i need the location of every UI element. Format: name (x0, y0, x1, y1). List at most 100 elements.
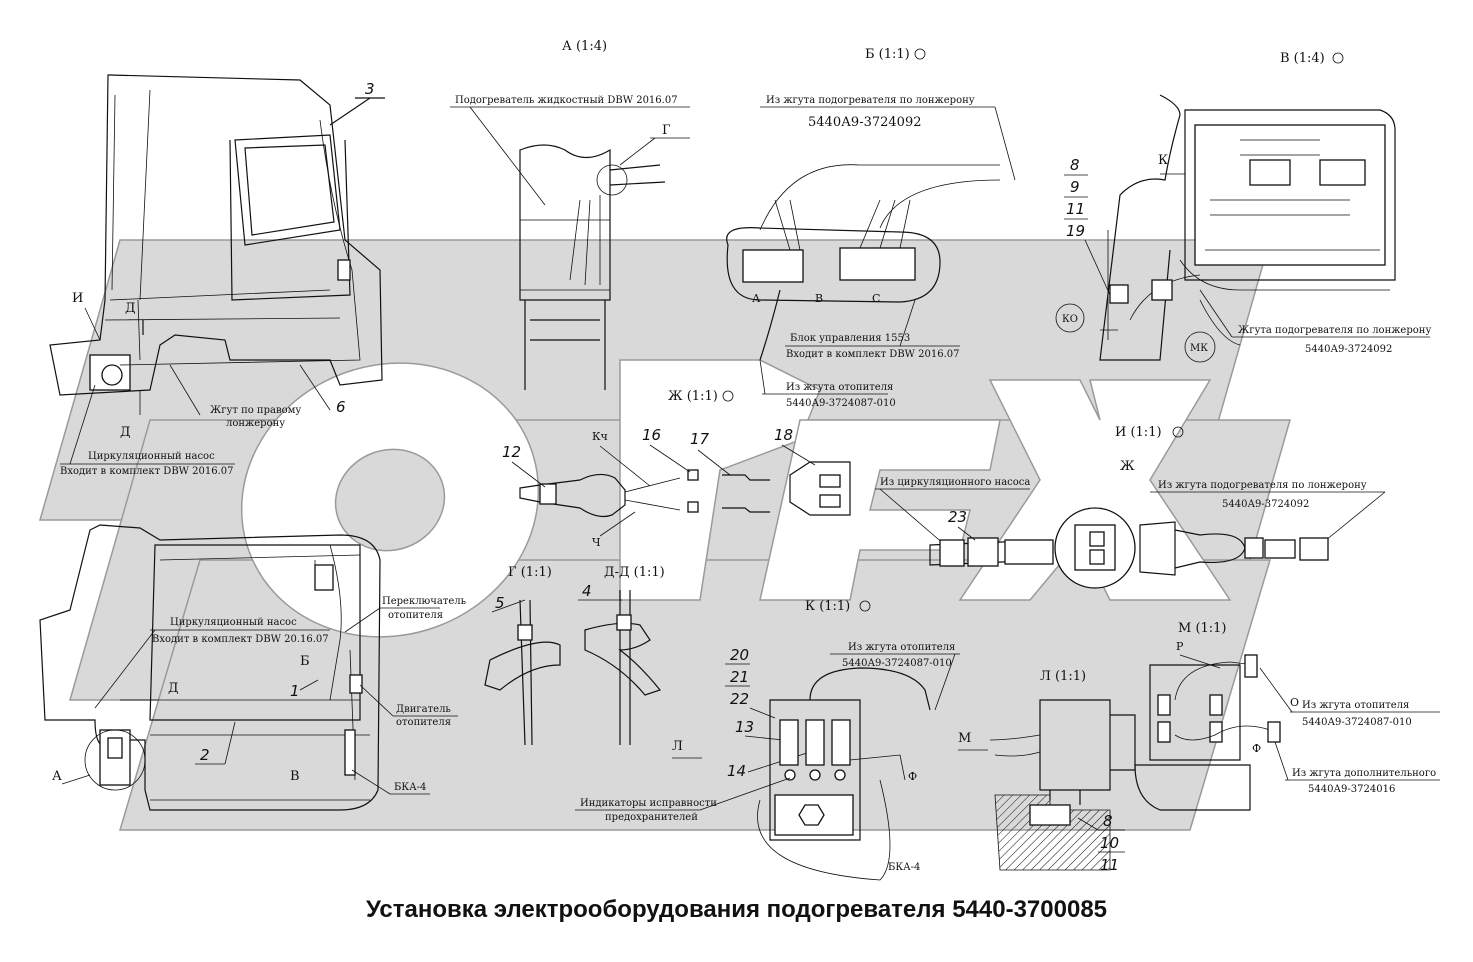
view-g-title: Г (1:1) (508, 565, 552, 580)
callout-num-5: 5 (495, 594, 505, 612)
letter-f-m: Ф (1252, 742, 1261, 755)
from-additional-harness-label: Из жгута дополнительного (1292, 768, 1436, 779)
callout-num-1: 1 (290, 682, 300, 700)
letter-g: Г (662, 123, 671, 138)
electrical-panel (1099, 94, 1396, 361)
callout-num-19: 19 (1066, 222, 1085, 240)
heater-unit (519, 144, 666, 390)
callout-num-14: 14 (727, 762, 746, 780)
callout-num-8-top: 8 (1070, 156, 1080, 174)
from-circ-pump-label: Из циркуляционного насоса (880, 477, 1030, 488)
conn-s-letter: С (872, 292, 880, 305)
callout-num-23: 23 (948, 508, 967, 526)
engine-heater-section (989, 699, 1136, 871)
letter-l: Л (672, 739, 683, 754)
letter-ch: Ч (592, 536, 601, 549)
letter-r: Р (1176, 640, 1184, 653)
from-heater-harness-label: Из жгута отопителя (786, 382, 893, 393)
bka4-unit (757, 667, 931, 881)
control-unit-1553 (726, 164, 1001, 361)
callout-num-9: 9 (1070, 178, 1080, 196)
harness-3724087-label-b: 5440А9-3724087-010 (842, 658, 952, 669)
letter-a-front: А (52, 769, 62, 784)
from-heater-harness-spar-label: Из жгута подогревателя по лонжерону (766, 95, 975, 106)
circ-pump-label-2: Входит в комплект DBW 2016.07 (60, 466, 233, 477)
harness-5440a9-3724092-label: 5440А9-3724092 (808, 115, 922, 130)
letter-o: О (1290, 696, 1299, 709)
harness-3724016-label: 5440А9-3724016 (1308, 784, 1395, 795)
callout-num-10: 10 (1100, 834, 1119, 852)
letter-f-k: Ф (908, 770, 917, 783)
circ-pump-kit-label: Входит в комплект DBW 20.16.07 (152, 634, 329, 645)
view-dd-title: Д-Д (1:1) (604, 565, 665, 580)
harness-right-spar-label-2: лонжерону (226, 418, 285, 429)
callout-num-3: 3 (365, 80, 375, 98)
harness-right-spar-label-1: Жгут по правому (210, 405, 301, 416)
from-heater-spar-label-2: Из жгута подогревателя по лонжерону (1158, 480, 1367, 491)
callout-num-12: 12 (502, 443, 521, 461)
callout-num-20: 20 (730, 646, 749, 664)
control-unit-label: Блок управления 1553 (790, 333, 910, 344)
page-title: Установка электрооборудования подогреват… (365, 896, 1108, 923)
clamp-details (484, 590, 662, 746)
cab-front-view (39, 524, 381, 811)
letter-v-front: В (290, 769, 300, 784)
letter-d-top: Д (125, 301, 136, 316)
from-heater-harness-m-label: Из жгута отопителя (1302, 700, 1409, 711)
watermark (39, 239, 1291, 831)
callout-num-18: 18 (774, 426, 793, 444)
harness-3724092-label-b: 5440А9-3724092 (1222, 499, 1309, 510)
heater-liquid-label: Подогреватель жидкостный DBW 2016.07 (455, 95, 678, 106)
bka4-label: БКА-4 (394, 782, 426, 793)
inline-connector-chain (929, 507, 1329, 589)
letter-k: К (1158, 153, 1168, 168)
letter-kch: Кч (592, 430, 608, 443)
switch-heater-label-2: отопителя (388, 610, 443, 621)
view-m-title: М (1:1) (1178, 621, 1227, 636)
view-zh-title: Ж (1:1) (668, 389, 718, 404)
callout-num-13: 13 (735, 718, 754, 736)
switch-heater-label-1: Переключатель (382, 596, 467, 607)
engine-heater-label-2: отопителя (396, 717, 451, 728)
conn-v-letter: В (815, 292, 823, 305)
control-unit-kit-label: Входит в комплект DBW 2016.07 (786, 349, 959, 360)
bka4-label-b: БКА-4 (888, 862, 920, 873)
harness-3724087-m-label: 5440А9-3724087-010 (1302, 717, 1412, 728)
circ-pump-2-label: Циркуляционный насос (170, 617, 297, 628)
callout-num-11-bottom: 11 (1100, 856, 1119, 874)
view-b-title: Б (1:1) (865, 47, 910, 62)
callout-num-17: 17 (690, 430, 710, 448)
conn-a-letter: А (752, 292, 761, 305)
heater-harness-spar-label: Жгута подогревателя по лонжерону (1238, 325, 1431, 336)
marker-ko: КО (1062, 314, 1078, 325)
letter-b: Б (300, 654, 310, 669)
callout-num-11-top: 11 (1066, 200, 1085, 218)
switch-block-m (1134, 654, 1281, 811)
letter-d-bottom: Д (120, 425, 131, 440)
harness-3724092-label-c: 5440А9-3724092 (1305, 344, 1392, 355)
harness-3724087-label: 5440А9-3724087-010 (786, 398, 896, 409)
view-l-title: Л (1:1) (1040, 669, 1086, 684)
callout-num-22: 22 (730, 690, 749, 708)
marker-mk: МК (1190, 343, 1208, 354)
view-v-title: В (1:4) (1280, 51, 1325, 66)
callout-num-8-bottom: 8 (1103, 812, 1113, 830)
callout-num-2: 2 (200, 746, 210, 764)
fuse-indicators-label-2: предохранителей (605, 812, 698, 823)
callout-num-16: 16 (642, 426, 661, 444)
letter-d-front: Д (168, 681, 179, 696)
letter-i: И (72, 291, 83, 306)
view-i-title: И (1:1) (1115, 425, 1162, 440)
from-heater-harness-label-2: Из жгута отопителя (848, 642, 955, 653)
callout-num-4: 4 (582, 582, 592, 600)
fuse-indicators-label-1: Индикаторы исправности (580, 798, 717, 809)
view-k-title: К (1:1) (805, 599, 850, 614)
circ-pump-label-1: Циркуляционный насос (88, 451, 215, 462)
callout-num-6: 6 (336, 398, 346, 416)
callout-num-21: 21 (730, 668, 749, 686)
engine-heater-label-1: Двигатель (396, 704, 451, 715)
letter-m: М (958, 731, 971, 746)
letter-zh: Ж (1120, 459, 1135, 474)
view-a-title: А (1:4) (562, 39, 607, 54)
